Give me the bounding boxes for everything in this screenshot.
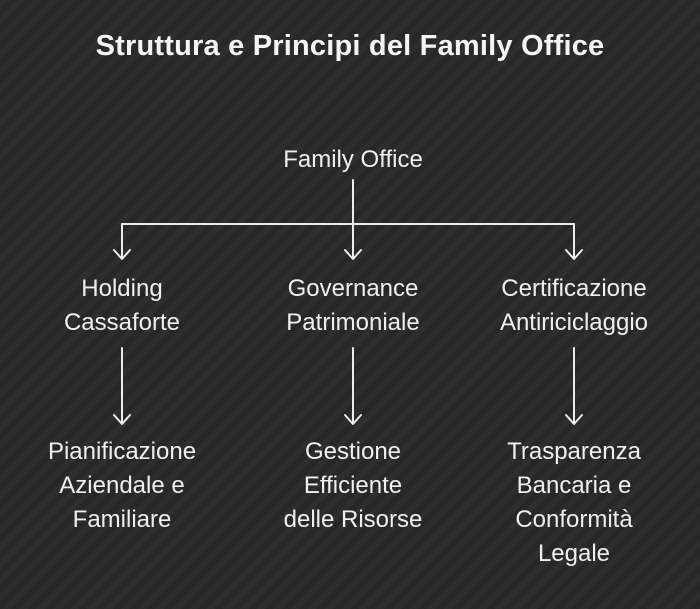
- detail-node-line: Aziendale e: [59, 472, 185, 499]
- detail-arrowhead-2: [344, 414, 362, 425]
- detail-node-line: Familiare: [72, 506, 172, 533]
- branch-node-line: Governance: [287, 275, 419, 302]
- diagram-title: Struttura e Principi del Family Office: [95, 30, 605, 62]
- branch-node-line: Antiriciclaggio: [499, 309, 649, 336]
- detail-node-trasparenza: Trasparenza Bancaria e Conformità Legale: [474, 435, 674, 571]
- arrowhead-1: [113, 249, 131, 260]
- root-node-label: Family Office: [283, 146, 423, 173]
- branch-node-certificazione: Certificazione Antiriciclaggio: [464, 272, 684, 340]
- branch-node-line: Holding: [81, 275, 163, 302]
- detail-arrowhead-3: [565, 414, 583, 425]
- detail-node-pianificazione: Pianificazione Aziendale e Familiare: [12, 435, 232, 537]
- detail-node-line: Trasparenza: [507, 438, 641, 465]
- detail-node-line: Conformità: [515, 506, 633, 533]
- detail-node-line: Gestione: [304, 438, 402, 465]
- arrowhead-3: [565, 249, 583, 260]
- detail-node-line: Legale: [537, 540, 611, 567]
- branch-node-line: Cassaforte: [63, 309, 181, 336]
- detail-node-line: Pianificazione: [47, 438, 197, 465]
- arrowhead-2: [344, 249, 362, 260]
- detail-node-line: Bancaria e: [516, 472, 632, 499]
- branch-node-line: Patrimoniale: [286, 309, 420, 336]
- detail-node-gestione: Gestione Efficiente delle Risorse: [253, 435, 453, 537]
- detail-node-line: delle Risorse: [283, 506, 423, 533]
- branch-node-holding: Holding Cassaforte: [22, 272, 222, 340]
- branch-node-governance: Governance Patrimoniale: [253, 272, 453, 340]
- detail-arrowhead-1: [113, 414, 131, 425]
- root-node: Family Office: [253, 143, 453, 177]
- branch-node-line: Certificazione: [501, 275, 647, 302]
- detail-node-line: Efficiente: [303, 472, 403, 499]
